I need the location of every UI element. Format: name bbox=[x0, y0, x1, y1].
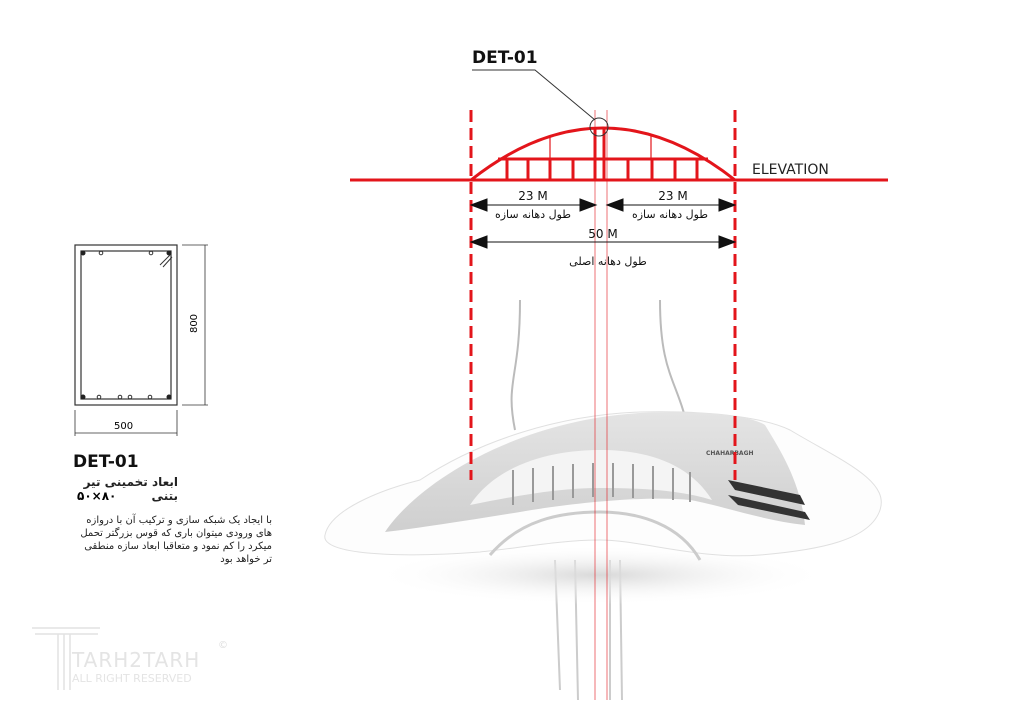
detail-callout bbox=[472, 69, 609, 137]
beam-section bbox=[74, 244, 208, 436]
span-total-value: 50 M bbox=[588, 227, 618, 241]
elevation-arch bbox=[350, 126, 888, 182]
watermark-brand: TARH2TARH bbox=[72, 648, 201, 672]
copyright-icon: © bbox=[218, 640, 228, 651]
section-width-label: 500 bbox=[114, 421, 134, 432]
note-size: ۵۰×۸۰ bbox=[77, 489, 117, 503]
note-subtitle: ابعاد تخمینی تیر بتنی bbox=[83, 475, 178, 503]
center-guide-lines bbox=[594, 110, 608, 700]
span-total-caption: طول دهانه اصلی bbox=[569, 255, 647, 268]
span-left-value: 23 M bbox=[518, 189, 548, 203]
section-height-label: 800 bbox=[189, 313, 201, 334]
note-title: DET-01 bbox=[73, 452, 139, 472]
span-right-value: 23 M bbox=[658, 189, 688, 203]
watermark-logo bbox=[32, 627, 100, 690]
facade-signage: CHAHARBAGH bbox=[706, 450, 754, 457]
dimension-arrows bbox=[469, 198, 737, 249]
building-render: CHAHARBAGH bbox=[324, 299, 882, 701]
span-right-caption: طول دهانه سازه bbox=[631, 208, 709, 221]
span-limit-dashed-lines bbox=[469, 110, 737, 480]
elevation-label: ELEVATION bbox=[752, 162, 829, 178]
span-left-caption: طول دهانه سازه bbox=[494, 208, 572, 221]
watermark-rights: ALL RIGHT RESERVED bbox=[72, 672, 192, 685]
note-description: با ایجاد یک شبکه سازی و ترکیب آن با دروا… bbox=[80, 515, 272, 565]
detail-tag-label: DET-01 bbox=[472, 48, 538, 68]
